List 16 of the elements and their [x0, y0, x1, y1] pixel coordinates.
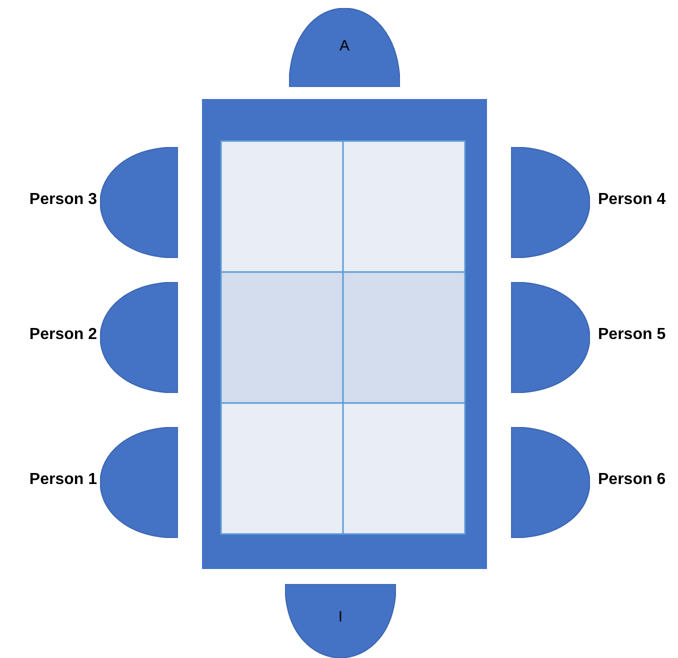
chair-shape — [289, 8, 400, 87]
person-label: Person 4 — [598, 190, 666, 208]
seat-label: A — [340, 37, 350, 54]
seat-label: I — [338, 608, 343, 626]
person-label: Person 2 — [29, 326, 97, 344]
person-label: Person 6 — [598, 470, 666, 488]
person-label: Person 3 — [29, 190, 97, 208]
person-label: Person 1 — [29, 470, 97, 488]
chair-shape — [511, 427, 590, 538]
chair-shape — [100, 427, 178, 538]
chair-shape — [285, 584, 396, 658]
person-label: Person 5 — [598, 326, 666, 344]
chair-shape — [100, 282, 178, 393]
chair-shape — [511, 282, 590, 393]
chair-shape — [511, 147, 590, 258]
chair-shape — [100, 147, 178, 258]
